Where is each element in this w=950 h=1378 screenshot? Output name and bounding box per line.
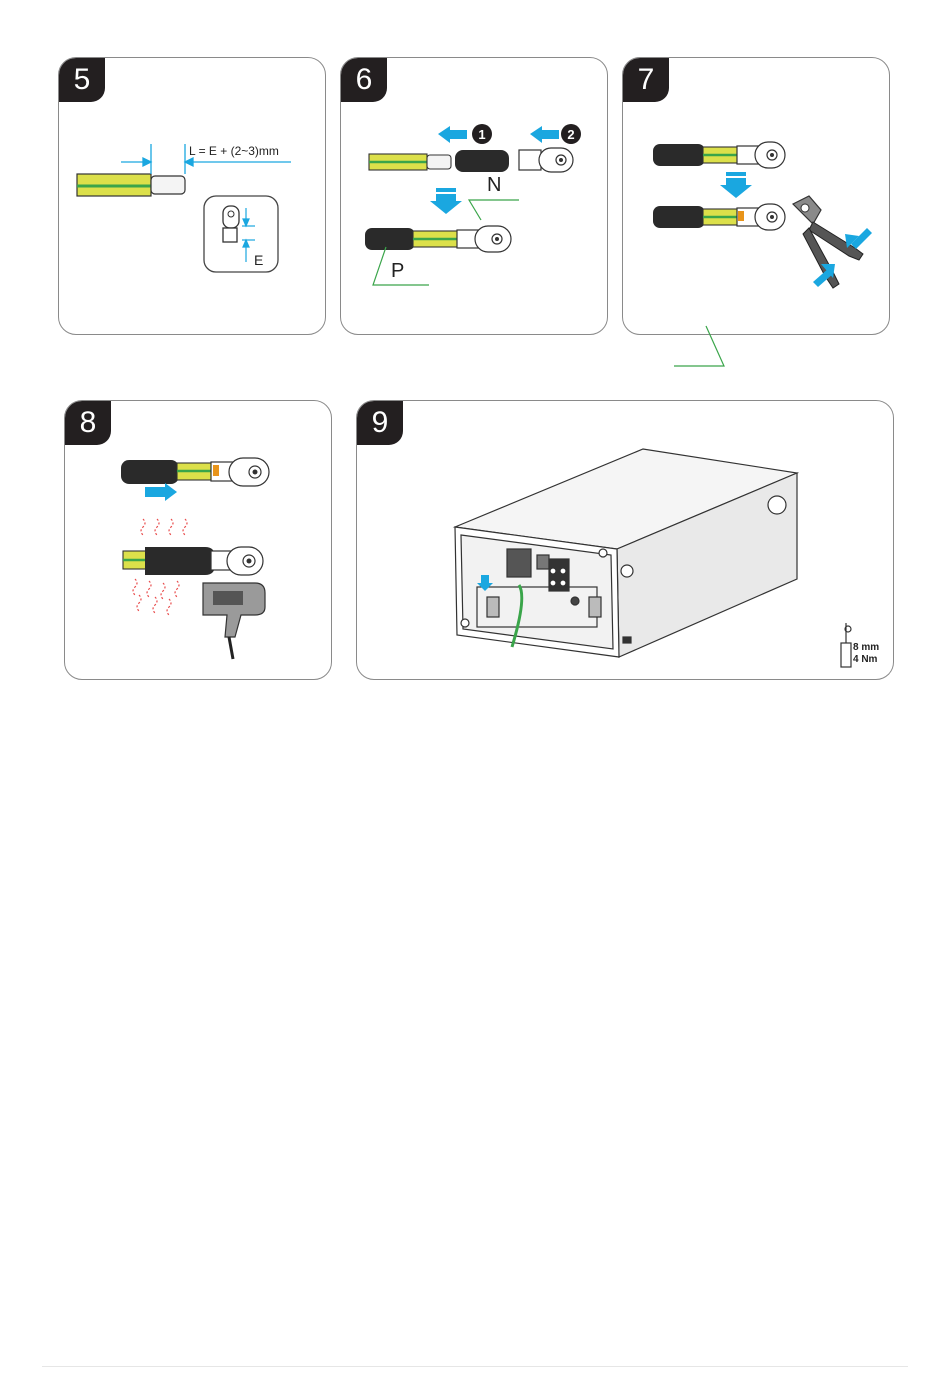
squeeze-arrow-1 [845,228,872,249]
step-6-illustration: 1 2 N P [341,58,607,334]
heat-gun-icon [203,583,265,659]
callout-1-label: 1 [478,127,485,142]
wire-after-crimp [653,204,785,230]
footer-divider [42,1366,908,1367]
arrow-left-1 [438,126,467,143]
wire-after-shrink [123,547,263,575]
length-formula: L = E + (2~3)mm [189,144,279,158]
step-7-panel: 7 [622,57,890,335]
stripped-wire [77,174,185,196]
step-7-illustration [623,58,889,334]
step-5-illustration: L = E + (2~3)mm E [59,58,325,334]
arrow-down [430,188,462,214]
step-9-illustration: 8 mm 4 Nm [357,401,893,679]
wire-top [369,154,451,170]
screwdriver-icon [841,623,851,667]
arrow-down [720,172,752,198]
arrow-right [145,483,177,501]
tool-torque: 4 Nm [853,654,878,665]
dimension-e-label: E [254,252,263,268]
step-6-panel: 6 1 2 N [340,57,608,335]
step-9-panel: 9 [356,400,894,680]
inverter-unit [455,449,797,657]
leader-n [469,200,519,220]
arrow-left-2 [530,126,559,143]
tool-size: 8 mm [853,642,879,653]
heat-shrink-tube [455,150,509,172]
assembled-wire [365,226,511,252]
step-8-panel: 8 [64,400,332,680]
ring-terminal [519,148,573,172]
step-5-panel: 5 L = E + (2~3)mm [58,57,326,335]
label-n: N [487,174,501,196]
step-8-illustration [65,401,331,679]
wire-before-shrink [121,458,269,486]
callout-2-label: 2 [567,127,574,142]
terminal-inset [204,196,278,272]
wire-before-crimp [653,142,785,168]
label-p: P [391,260,404,282]
